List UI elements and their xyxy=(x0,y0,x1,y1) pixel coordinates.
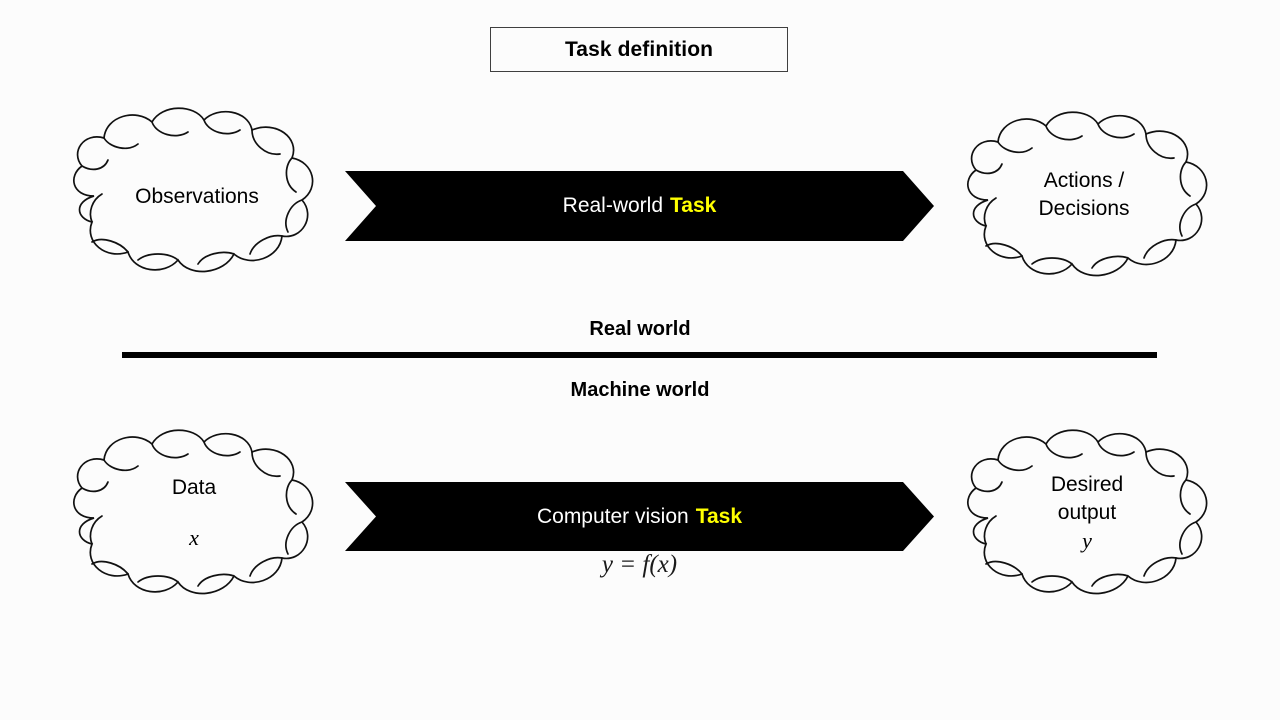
cloud-observations: Observations xyxy=(58,100,336,285)
chevron-arrow-icon xyxy=(345,171,934,241)
world-divider-line xyxy=(122,352,1157,358)
cloud-shape-icon xyxy=(73,107,314,273)
arrow-computer-vision-task: Computer vision Task xyxy=(345,482,934,551)
formula-y-equals-f-of-x: y = f(x) xyxy=(601,551,678,578)
cloud-shape-icon xyxy=(967,429,1208,595)
cloud-data: Data x xyxy=(58,418,336,608)
page-title: Task definition xyxy=(564,37,714,61)
label-machine-world: Machine world xyxy=(570,379,710,401)
cloud-desired-output: Desired output y xyxy=(952,418,1230,608)
cloud-actions-decisions: Actions / Decisions xyxy=(952,100,1230,290)
chevron-arrow-icon xyxy=(345,482,934,551)
task-definition-title-box: Task definition xyxy=(490,27,788,72)
cloud-shape-icon xyxy=(73,429,314,595)
arrow-real-world-task: Real-world Task xyxy=(345,171,934,241)
cloud-shape-icon xyxy=(967,111,1208,277)
label-real-world: Real world xyxy=(589,318,691,340)
